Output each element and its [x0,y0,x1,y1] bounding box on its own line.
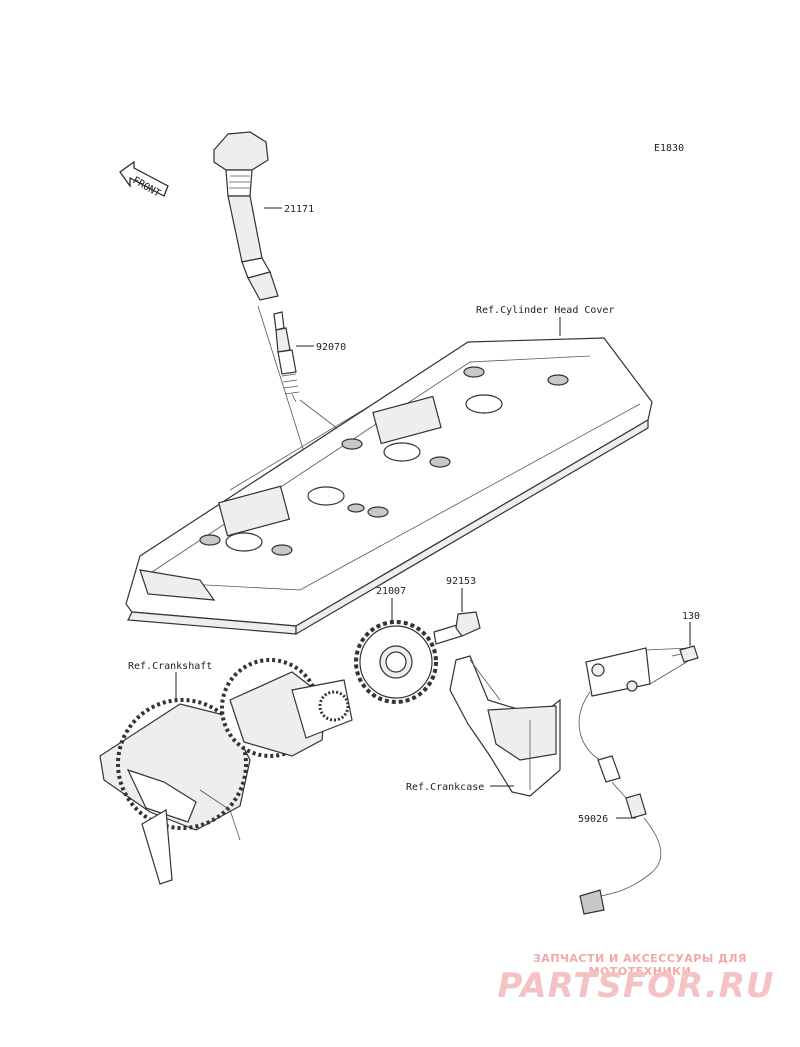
ref-crankshaft: Ref.Crankshaft [128,661,212,672]
diagram-code: E1830 [654,143,684,154]
crankcase [449,655,561,797]
part-number-21171: 21171 [284,204,314,215]
part-number-21007: 21007 [376,586,406,597]
spark-plug [273,311,300,403]
ignition-coil [213,131,279,301]
ref-crankcase: Ref.Crankcase [406,782,484,793]
part-number-59026: 59026 [578,814,608,825]
gear [354,620,438,704]
bolt [433,611,481,645]
part-number-92070: 92070 [316,342,346,353]
ref-cylinder-head-cover: Ref.Cylinder Head Cover [476,305,614,316]
part-number-92153: 92153 [446,576,476,587]
screw [671,645,699,663]
crank-sensor [578,647,691,915]
crankshaft [99,658,353,885]
part-number-130: 130 [682,611,700,622]
watermark-tagline: ЗАПЧАСТИ И АКСЕССУАРЫ ДЛЯ МОТОТЕХНИКИ [532,952,747,978]
watermark-brand: PARTSFOR.RU [497,966,775,1006]
cylinder-head-cover [125,337,653,636]
front-arrow-icon: FRONT [119,160,169,200]
